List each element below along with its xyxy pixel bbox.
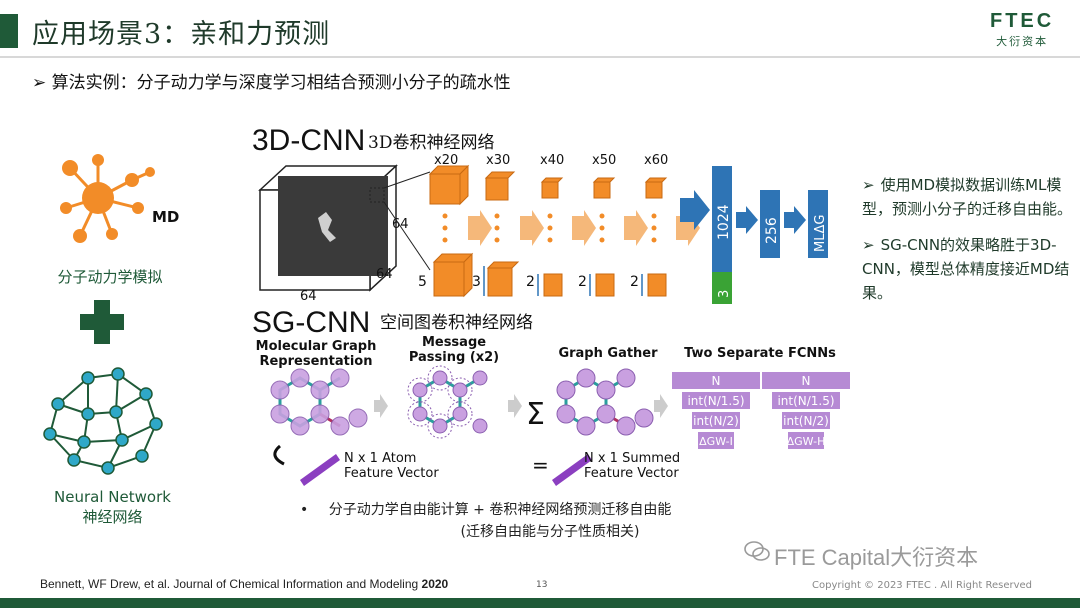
cube-dim-right: 64 [392, 217, 409, 232]
dense-256 [760, 190, 780, 258]
dense-1024-label: 1024 [716, 204, 732, 240]
sg-title: SG-CNN [252, 306, 370, 339]
dense-arrow [680, 190, 710, 230]
watermark-text: FTE Capital大衍资本 [774, 545, 979, 570]
fcnn-right: N int(N/1.5) int(N/2) ΔGW-H [762, 372, 850, 449]
feature-maps-bottom [432, 252, 667, 298]
fcnn-left-layer: N [712, 374, 721, 388]
bottom-summary: • 分子动力学自由能计算 + 卷积神经网络预测迁移自由能 (迁移自由能与分子性质… [300, 499, 800, 543]
note-item: ➢使用MD模拟数据训练ML模型，预测小分子的迁移自由能。 [862, 173, 1072, 221]
step-graph-gather: Graph Gather [558, 346, 658, 361]
footer-bar [0, 598, 1080, 608]
fcnn-left-layer: int(N/2) [693, 414, 739, 428]
fcnn-right-layer: int(N/2) [783, 414, 829, 428]
kernel-brackets [483, 266, 643, 296]
dense-output [808, 190, 828, 258]
dense-output-label: MLΔG [813, 215, 828, 252]
note-item: ➢SG-CNN的效果略胜于3D-CNN，模型总体精度接近MD结果。 [862, 233, 1072, 305]
slide-title: 应用场景3：亲和力预测 [32, 19, 331, 50]
dense-1024 [712, 166, 732, 272]
fcnn-right-output: ΔGW-H [787, 435, 826, 448]
input-grid-cube [258, 164, 398, 292]
nn-caption: Neural Network 神经网络 [30, 487, 195, 527]
kernel-label: 3 [472, 274, 481, 290]
channel-label: x60 [644, 153, 668, 168]
cube-dim-bottom: 64 [300, 289, 317, 304]
molecule-graph-1 [270, 368, 368, 436]
fcnn-right-layer: int(N/1.5) [777, 394, 834, 408]
channel-label: x40 [540, 153, 564, 168]
bottom-line-1: 分子动力学自由能计算 + 卷积神经网络预测迁移自由能 [328, 502, 672, 518]
cube-dim-depth: 64 [376, 267, 393, 282]
dense-256-label: 256 [764, 217, 780, 244]
kernel-label: 5 [418, 274, 427, 290]
ellipsis-dots [442, 213, 657, 243]
dense-extra [712, 272, 732, 304]
note-text: 使用MD模拟数据训练ML模型，预测小分子的迁移自由能。 [862, 176, 1073, 218]
sigma-symbol: Σ [526, 397, 545, 432]
cnn-title: 3D-CNN [252, 124, 365, 157]
md-caption: 分子动力学模拟 [57, 268, 163, 286]
md-tag: MD [152, 208, 180, 226]
kernel-label: 2 [630, 274, 639, 290]
nn-caption-en: Neural Network [54, 488, 171, 506]
right-notes: ➢使用MD模拟数据训练ML模型，预测小分子的迁移自由能。 ➢SG-CNN的效果略… [862, 173, 1072, 317]
feature-maps-top [428, 164, 668, 206]
reference-year: 2020 [421, 577, 449, 591]
molecule-graph-3 [556, 368, 654, 436]
slide-subtitle: ➢ 算法实例：分子动力学与深度学习相结合预测小分子的疏水性 [32, 73, 511, 93]
curve-arrow [273, 444, 285, 466]
page-number: 13 [536, 580, 548, 590]
fcnn-right-layer: N [802, 374, 811, 388]
neural-network-icon [43, 367, 163, 475]
channel-label: x50 [592, 153, 616, 168]
cnn-title-zh: 3D卷积神经网络 [368, 133, 494, 153]
title-accent-bar [0, 14, 18, 48]
summed-vector-icon [552, 454, 592, 486]
model-figure: 3D-CNN 3D卷积神经网络 64 64 64 x20 x30 x40 x50… [252, 124, 850, 486]
fcnn-left-output: ΔGW-I [699, 435, 733, 448]
note-text: SG-CNN的效果略胜于3D-CNN，模型总体精度接近MD结果。 [862, 236, 1070, 302]
md-molecule-icon [60, 154, 155, 243]
molecule-graph-2 [407, 365, 488, 439]
kernel-label: 2 [526, 274, 535, 290]
fcnn-left: N int(N/1.5) int(N/2) ΔGW-I [672, 372, 760, 449]
note-bullet: ➢ [862, 236, 875, 254]
copyright-text: Copyright © 2023 FTEC . All Right Reserv… [812, 580, 1032, 591]
nn-caption-zh: 神经网络 [82, 508, 143, 526]
reference-citation: Bennett, WF Drew, et al. Journal of Chem… [40, 577, 448, 591]
sg-title-zh: 空间图卷积神经网络 [380, 313, 533, 333]
reference-text: Bennett, WF Drew, et al. Journal of Chem… [40, 577, 422, 591]
logo-main-text: FTEC [990, 10, 1055, 32]
bottom-line-2: (迁移自由能与分子性质相关) [460, 524, 640, 540]
channel-label: x20 [434, 153, 458, 168]
kernel-label: 2 [578, 274, 587, 290]
company-logo: FTEC 大衍资本 [990, 10, 1054, 49]
header-divider [0, 56, 1080, 58]
conv-arrows [468, 210, 700, 246]
note-bullet: ➢ [862, 176, 875, 194]
equals-sign: = [532, 453, 549, 477]
fcnn-left-layer: int(N/1.5) [687, 394, 744, 408]
bottom-bullet: • [300, 502, 309, 518]
wechat-icon [744, 541, 770, 561]
atom-vector-icon [300, 454, 340, 486]
step-fcnn: Two Separate FCNNs [684, 346, 836, 361]
logo-sub-text: 大衍资本 [996, 35, 1049, 48]
channel-label: x30 [486, 153, 510, 168]
plus-icon [80, 300, 124, 344]
dense-extra-label: 3 [717, 290, 732, 298]
